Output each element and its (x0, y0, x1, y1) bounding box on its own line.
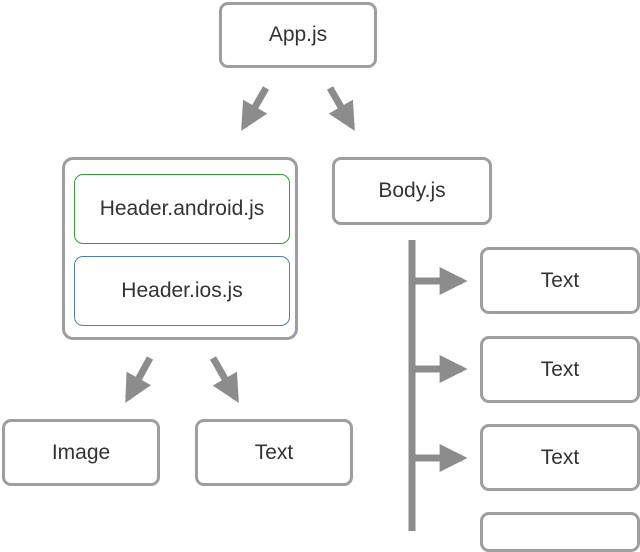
body-text-label-3: Text (540, 445, 580, 469)
header-ios-node: Header.ios.js (74, 256, 290, 326)
body-text-node-2: Text (480, 336, 640, 403)
body-js-node: Body.js (332, 157, 492, 225)
header-group: Header.android.js Header.ios.js (62, 157, 298, 340)
body-text-node-1: Text (480, 247, 640, 314)
image-label: Image (51, 440, 111, 464)
body-js-label: Body.js (378, 179, 446, 202)
body-text-label-1: Text (540, 268, 580, 292)
body-text-node-4-partial (480, 512, 640, 552)
app-js-label: App.js (268, 23, 328, 46)
body-text-label-2: Text (540, 357, 580, 381)
header-text-node: Text (195, 419, 353, 486)
header-ios-label: Header.ios.js (121, 279, 243, 302)
body-text-node-3: Text (480, 424, 640, 491)
arrow-to-text (209, 356, 240, 403)
header-android-label: Header.android.js (99, 197, 265, 220)
app-js-node: App.js (219, 2, 377, 68)
image-node: Image (2, 419, 160, 486)
arrow-to-header (240, 86, 270, 131)
arrow-to-body (326, 86, 356, 131)
header-android-node: Header.android.js (74, 174, 290, 244)
arrow-to-image (124, 356, 154, 403)
header-text-label: Text (254, 440, 294, 464)
connector-arrows (124, 86, 468, 531)
